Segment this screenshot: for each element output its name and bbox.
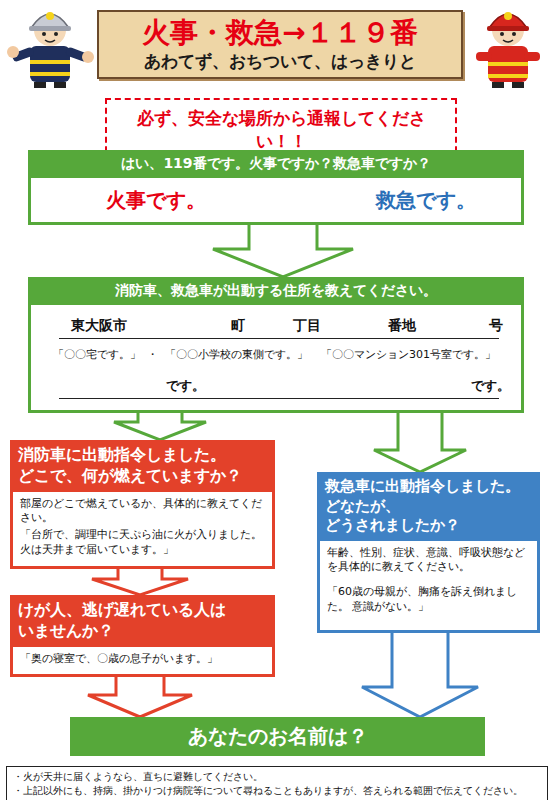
address-text: 番地 xyxy=(388,317,416,335)
body-panel: 部屋のどこで燃えているか、具体的に教えてください。「台所で、調理中に天ぷら油に火… xyxy=(10,492,275,569)
body-panel: 「奥の寝室で、〇歳の息子がいます。」 xyxy=(10,647,275,678)
header-text: はい、119番です。火事ですか？救急車ですか？ xyxy=(34,155,518,173)
hollow-arrow xyxy=(92,566,188,595)
body-panel: 年齢、性別、症状、意識、呼吸状態などを具体的に教えてください。「60歳の母親が、… xyxy=(317,541,540,633)
address-text: 町 xyxy=(231,317,245,335)
header-bar: けが人、逃げ遅れている人は いませんか？ xyxy=(10,595,275,647)
body-text: 「奥の寝室で、〇歳の息子がいます。」 xyxy=(20,652,265,667)
address-text: です。 xyxy=(471,377,510,395)
address-text: 東大阪市 xyxy=(71,317,127,335)
header-text: けが人、逃げ遅れている人は いませんか？ xyxy=(18,600,267,642)
header-bar: 消防車に出動指令しました。 どこで、何が燃えていますか？ xyxy=(10,440,275,492)
header-text: 救急車に出動指令しました。 どなたが、どうされましたか？ xyxy=(325,477,532,536)
body-text: 「台所で、調理中に天ぷら油に火が入りました。火は天井まで届いています。」 xyxy=(20,528,265,558)
body-panel: 火事です。 救急です。 xyxy=(28,178,524,225)
title-text: 火事・救急→１１９番 xyxy=(105,16,455,50)
hollow-arrow xyxy=(88,674,192,717)
answer-text: 火事です。 xyxy=(106,187,206,214)
firefighter-left xyxy=(7,12,94,88)
card-box: 消防車に出動指令しました。 どこで、何が燃えていますか？ 部屋のどこで燃えているか… xyxy=(10,440,275,569)
hollow-arrow xyxy=(362,630,478,718)
card-box: 救急車に出動指令しました。 どなたが、どうされましたか？年齢、性別、症状、意識、… xyxy=(317,472,540,633)
body-text: 部屋のどこで燃えているか、具体的に教えてください。 xyxy=(20,497,265,527)
underline xyxy=(59,398,499,399)
address-text: 号 xyxy=(489,317,503,335)
answer-text: 救急です。 xyxy=(376,187,476,214)
band-box: あなたのお名前は？ xyxy=(70,717,485,756)
green2-box: はい、119番です。火事ですか？救急車ですか？ 火事です。 救急です。 xyxy=(28,150,524,225)
warning-text: 必ず、安全な場所から通報してください！！ xyxy=(113,107,449,153)
body-panel: 東大阪市 町 丁目 番地 号「〇〇宅です。」・「〇〇小学校の東側です。」「〇〇マンション… xyxy=(28,305,524,413)
address-text: 「〇〇小学校の東側です。」 xyxy=(165,347,308,362)
note-text: ・上記以外にも、持病、掛かりつけ病院等について尋ねることもありますが、答えられる… xyxy=(13,784,541,798)
firefighter-right xyxy=(476,12,540,88)
body-text: 年齢、性別、症状、意識、呼吸状態などを具体的に教えてください。 xyxy=(327,546,530,576)
hollow-arrow xyxy=(213,222,353,277)
subtitle-text: あわてず、おちついて、はっきりと xyxy=(105,50,455,72)
address-text: ・ xyxy=(147,347,158,362)
form-box: 消防車、救急車が出動する住所を教えてください。東大阪市 町 丁目 番地 号「〇〇宅です。… xyxy=(28,277,524,413)
address-text: 「〇〇宅です。」 xyxy=(53,347,141,362)
hollow-arrow xyxy=(374,410,466,472)
hollow-arrow xyxy=(114,410,206,440)
body-text: 「60歳の母親が、胸痛を訴え倒れました。 意識がない。」 xyxy=(327,585,530,615)
note-box: ・火が天井に届くようなら、直ちに避難してください。・上記以外にも、持病、掛かりつ… xyxy=(6,766,548,800)
header-text: 消防車に出動指令しました。 どこで、何が燃えていますか？ xyxy=(18,445,267,487)
header-bar: 救急車に出動指令しました。 どなたが、どうされましたか？ xyxy=(317,472,540,541)
band-text: あなたのお名前は？ xyxy=(78,723,477,750)
title-box: 火事・救急→１１９番あわてず、おちついて、はっきりと xyxy=(97,10,463,79)
address-text: 丁目 xyxy=(293,317,321,335)
address-text: 「〇〇マンション301号室です。」 xyxy=(321,347,496,362)
card-box: けが人、逃げ遅れている人は いませんか？ 「奥の寝室で、〇歳の息子がいます。」 xyxy=(10,595,275,677)
header-bar: 消防車、救急車が出動する住所を教えてください。 xyxy=(28,277,524,305)
header-text: 消防車、救急車が出動する住所を教えてください。 xyxy=(34,282,518,300)
note-text: ・火が天井に届くようなら、直ちに避難してください。 xyxy=(13,770,541,784)
underline xyxy=(59,338,499,339)
address-text: です。 xyxy=(166,377,205,395)
header-bar: はい、119番です。火事ですか？救急車ですか？ xyxy=(28,150,524,178)
